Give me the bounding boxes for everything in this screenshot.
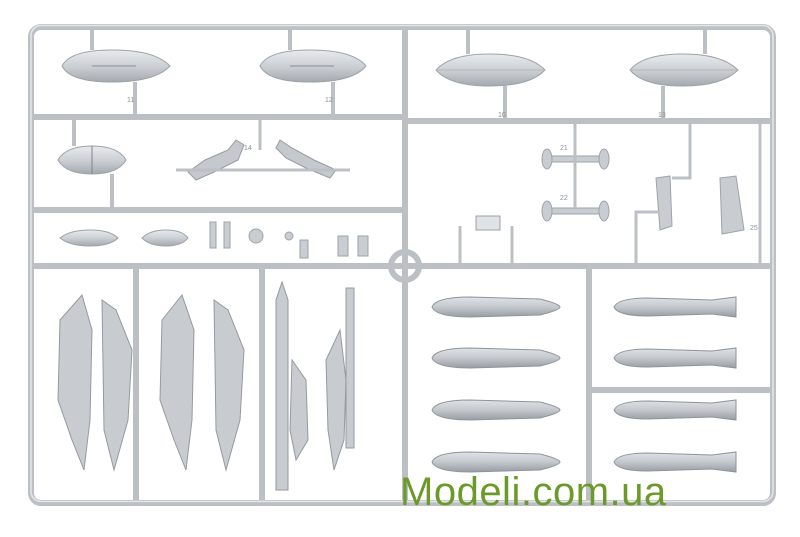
- bombs-right-column: [613, 296, 737, 473]
- landing-gear-legs: [176, 117, 350, 181]
- fuselage-halves: [57, 293, 245, 472]
- gates-right-middle: [458, 121, 762, 266]
- svg-text:12: 12: [325, 97, 333, 104]
- bombs-left-column: [431, 296, 561, 473]
- wheels-and-struts: [475, 148, 745, 235]
- gates-top-left: [90, 27, 335, 117]
- svg-text:11: 11: [127, 97, 134, 104]
- missiles-and-rails: [275, 280, 355, 491]
- svg-text:22: 22: [560, 195, 568, 202]
- svg-text:14: 14: [244, 145, 252, 152]
- small-parts-row: [59, 221, 369, 259]
- fuel-pod-small: [57, 117, 127, 210]
- part-number-labels: 11 12 10 13 14 21 22 25: [127, 97, 758, 232]
- sprue-center-ring: [388, 249, 422, 283]
- drop-tank-pods-top-right: [435, 53, 739, 87]
- svg-text:25: 25: [750, 225, 758, 232]
- svg-text:10: 10: [498, 112, 506, 119]
- svg-text:13: 13: [658, 112, 666, 119]
- gates-top-right: [466, 27, 707, 121]
- drop-tank-pods-top-left: [61, 49, 367, 83]
- svg-text:21: 21: [560, 145, 568, 152]
- watermark-text: Modeli.com.ua: [400, 470, 667, 514]
- sprue-frame-highlight: [30, 24, 774, 503]
